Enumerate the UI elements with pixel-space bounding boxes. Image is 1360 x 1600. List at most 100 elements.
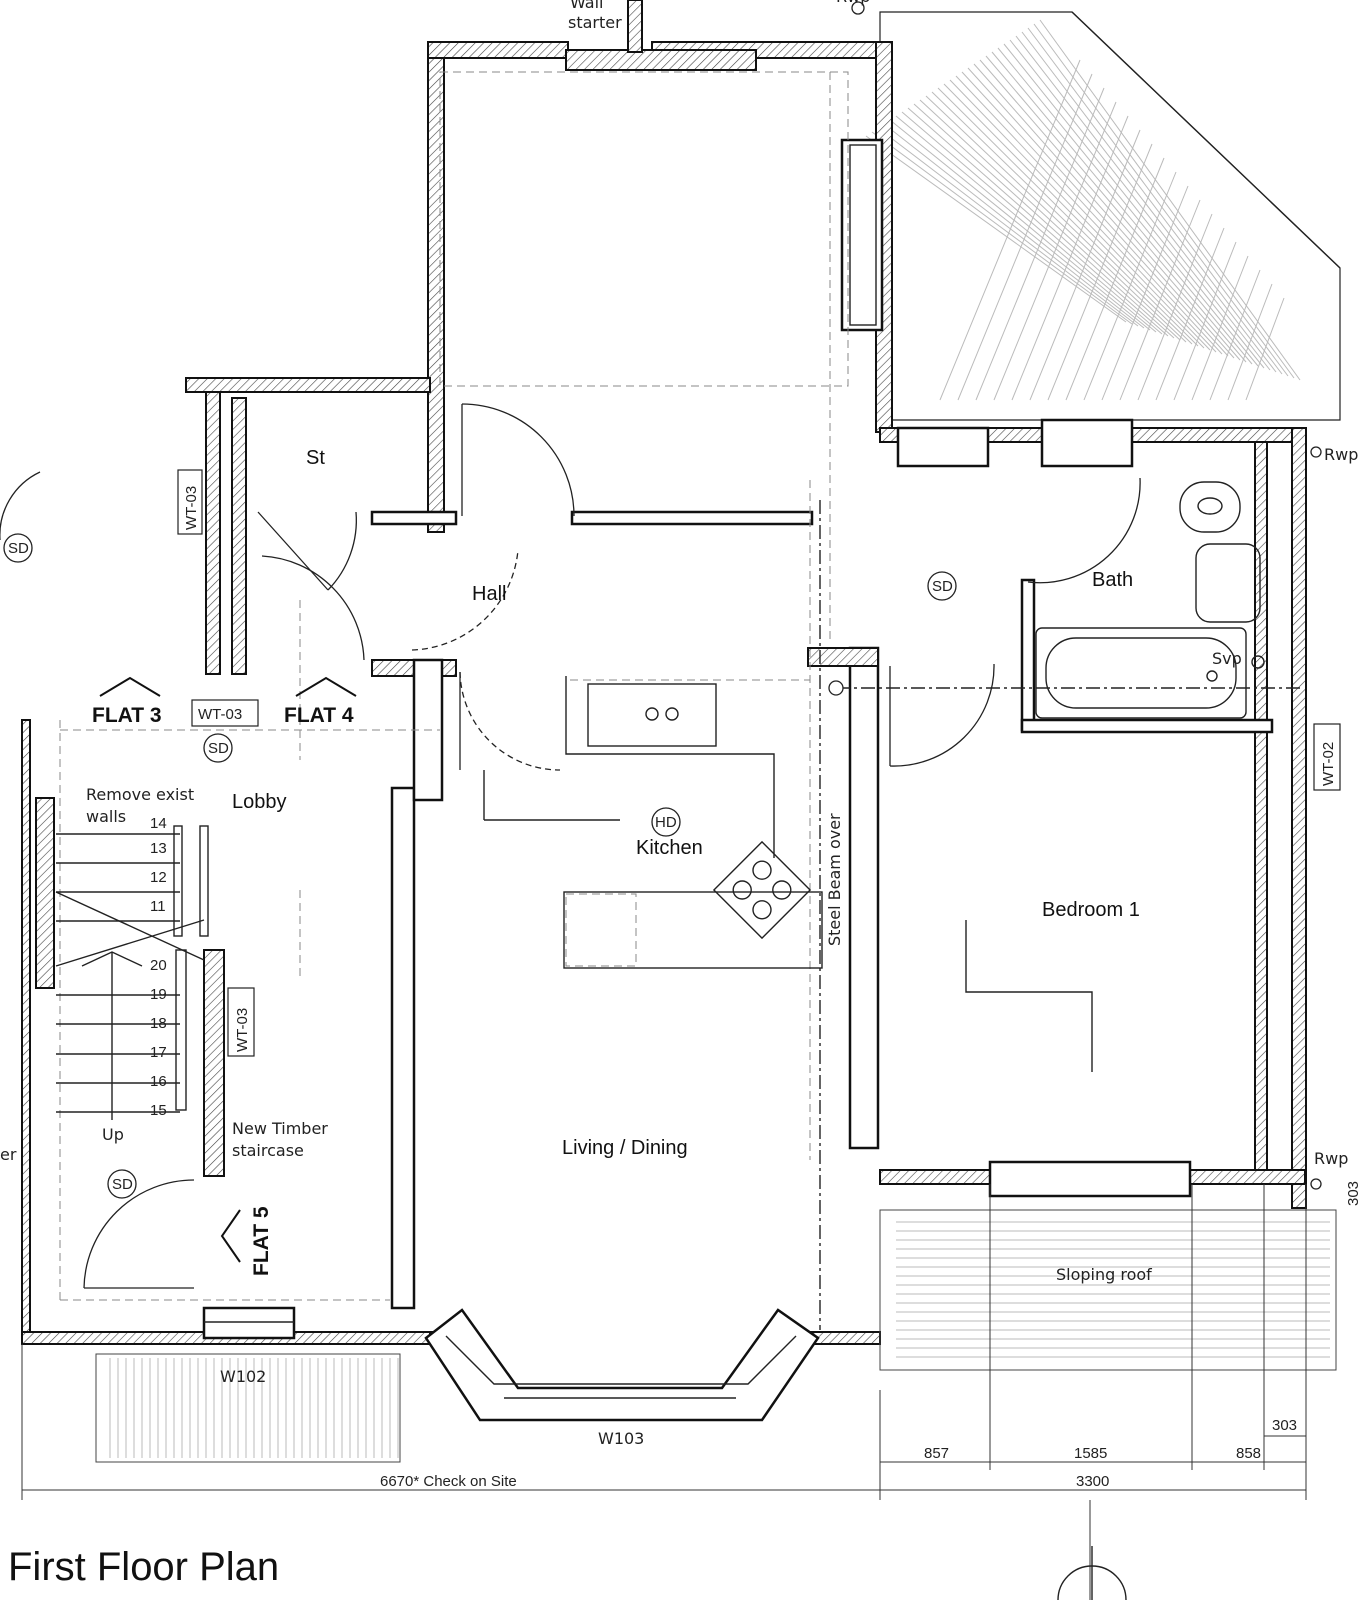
hatch-line [955, 75, 1217, 353]
sd-label-1: SD [8, 540, 29, 557]
hatch-line [973, 63, 1235, 359]
room-label-hall: Hall [472, 583, 506, 605]
hatch-line [913, 103, 1175, 339]
note-up: Up [102, 1125, 124, 1144]
stair-number: 18 [150, 1015, 167, 1032]
hatch-line [943, 83, 1205, 349]
dashed-guides [59, 71, 849, 1301]
stair-number: 15 [150, 1102, 167, 1119]
hatch-line [889, 119, 1151, 331]
room-label-kitchen: Kitchen [636, 837, 703, 859]
flat-4-arrow [295, 676, 357, 697]
dimension-lines [21, 1184, 1307, 1600]
hatch-line [1155, 227, 1225, 401]
wt03-box-a [177, 469, 203, 535]
hatch-line [1083, 171, 1177, 401]
room-label-living-dining: Living / Dining [562, 1137, 688, 1159]
hatch-line [1101, 185, 1189, 401]
drawing-title: First Floor Plan [8, 1545, 279, 1589]
note-remove-walls-2: walls [86, 807, 126, 826]
flat-5-label: FLAT 5 [250, 1206, 273, 1276]
hatch-line [1119, 199, 1201, 401]
sd-label-3: SD [932, 578, 953, 595]
hatch-line [997, 47, 1259, 367]
window-label-w102: W102 [220, 1367, 266, 1386]
hatch-line [1227, 283, 1273, 401]
hatch-line [1245, 297, 1285, 401]
dimension-303: 303 [1272, 1417, 1297, 1434]
note-steel-beam: Steel Beam over [825, 813, 844, 946]
stair-number: 17 [150, 1044, 167, 1061]
stair-number: 14 [150, 815, 167, 832]
note-rwp-right-1: Rwp [1324, 445, 1358, 464]
hatch-line [865, 135, 1127, 323]
hatch-line [1209, 269, 1261, 401]
hatch-line [937, 87, 1199, 347]
dimension-1585: 1585 [1074, 1445, 1107, 1462]
flat-3-label: FLAT 3 [92, 704, 162, 727]
hatch-line [1021, 31, 1283, 375]
hatch-line [901, 111, 1163, 335]
svp-label: Svp [1212, 649, 1242, 668]
hatch-line [1009, 39, 1271, 371]
dimension-857: 857 [924, 1445, 949, 1462]
stair-number: 20 [150, 957, 167, 974]
hatch-line [907, 107, 1169, 337]
hatch-line [975, 87, 1105, 401]
hatch-line [871, 131, 1133, 325]
hatch-line [961, 71, 1223, 355]
stair-number: 13 [150, 840, 167, 857]
note-partial-left: er [0, 1145, 17, 1164]
stair-number: 19 [150, 986, 167, 1003]
hatch-line [895, 115, 1157, 333]
hatch-line [1027, 27, 1289, 377]
dimension-303-cut: 303 [1345, 1181, 1360, 1206]
bay-window-w103 [424, 1308, 820, 1422]
flat-5-arrow [220, 1209, 241, 1263]
hatch-line [1011, 115, 1129, 401]
room-label-bath: Bath [1092, 569, 1133, 591]
hatch-line [993, 101, 1117, 401]
hatch-line [1191, 255, 1249, 401]
stair-number: 16 [150, 1073, 167, 1090]
wt03-label-b: WT-03 [198, 706, 242, 723]
hatch-line [1003, 43, 1265, 369]
sd-label-2: SD [208, 740, 229, 757]
note-rwp-top: Rwp [836, 0, 870, 6]
hd-label: HD [655, 814, 677, 831]
hatch-line [1047, 143, 1153, 401]
room-label-bedroom-1: Bedroom 1 [1042, 899, 1140, 921]
hatch-line [877, 127, 1139, 327]
symbols [3, 1, 1322, 1199]
note-wall-starter-1: Wall [570, 0, 604, 12]
window-label-w103: W103 [598, 1429, 644, 1448]
stair-number: 12 [150, 869, 167, 886]
dimension-overall-right: 3300 [1076, 1473, 1109, 1490]
flat-4-label: FLAT 4 [284, 704, 354, 727]
stair-number: 11 [150, 898, 166, 915]
note-sloping-roof: Sloping roof [1056, 1265, 1152, 1284]
hatch-line [1029, 129, 1141, 401]
bathroom-fittings [1035, 481, 1265, 719]
door-swings [0, 403, 1141, 1289]
note-new-staircase-1: New Timber [232, 1119, 328, 1138]
note-new-staircase-2: staircase [232, 1141, 304, 1160]
hatch-line [1015, 35, 1277, 373]
hatch-line [931, 91, 1193, 345]
room-label-lobby: Lobby [232, 791, 287, 813]
wt02-label: WT-02 [1320, 742, 1337, 786]
hatch-line [925, 95, 1187, 343]
wt03-label-c: WT-03 [234, 1008, 251, 1052]
dimension-858: 858 [1236, 1445, 1261, 1462]
flat-3-arrow [99, 676, 161, 697]
note-wall-starter-2: starter [568, 13, 622, 32]
staircase [55, 825, 209, 1120]
hatch-line [957, 73, 1093, 401]
wt03-box-c [227, 987, 255, 1057]
note-rwp-right-2: Rwp [1314, 1149, 1348, 1168]
wt02-box [1313, 723, 1341, 791]
dimension-overall-left: 6670* Check on Site [380, 1473, 517, 1490]
window-w102 [95, 1306, 401, 1463]
kitchen-fittings [483, 676, 823, 969]
